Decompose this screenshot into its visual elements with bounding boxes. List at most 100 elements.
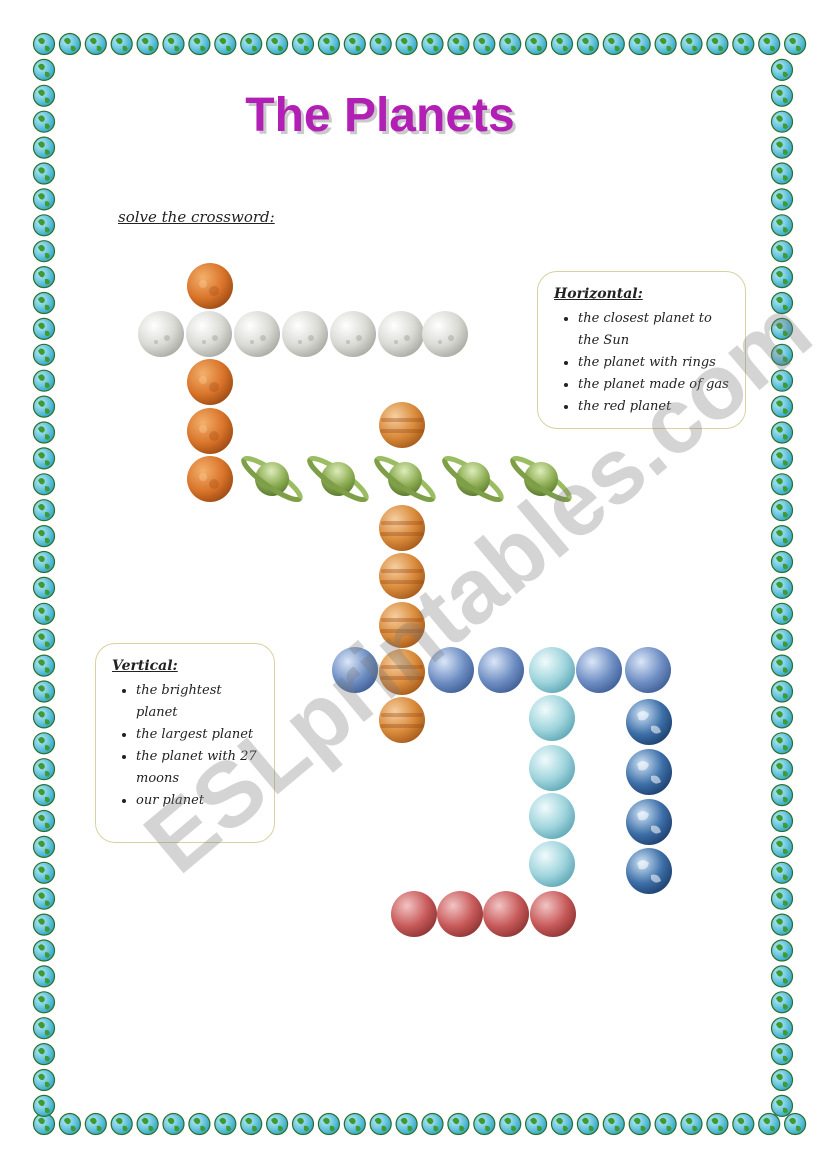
globe-icon (32, 395, 56, 418)
venus-planet (187, 456, 233, 502)
globe-icon (770, 550, 794, 574)
globe-icon (110, 1112, 133, 1136)
saturn-planet (510, 455, 572, 503)
venus-planet (187, 408, 233, 454)
globe-icon (162, 1112, 185, 1136)
globe-icon (343, 1112, 366, 1136)
vertical-clue-list: the brightest planet the largest planet … (112, 680, 262, 812)
globe-icon (770, 240, 794, 263)
globe-icon (136, 32, 159, 56)
mercury-planet (282, 311, 328, 357)
globe-icon (32, 576, 56, 600)
globe-icon (32, 991, 56, 1014)
earth-planet (626, 848, 672, 894)
globe-icon (770, 188, 794, 211)
globe-icon (32, 32, 56, 56)
globe-icon (32, 1094, 56, 1118)
globe-icon (32, 628, 56, 651)
neptune-planet (428, 647, 474, 693)
globe-icon (32, 654, 56, 677)
globe-icon (240, 1112, 263, 1136)
globe-icon (770, 887, 794, 910)
globe-icon (499, 1112, 522, 1136)
globe-icon (317, 1112, 340, 1136)
globe-icon (680, 32, 703, 56)
mars-planet (437, 891, 483, 937)
globe-icon (770, 809, 794, 833)
globe-icon (32, 421, 56, 444)
globe-icon (343, 32, 366, 56)
horizontal-clue: the planet with rings (578, 352, 733, 374)
globe-icon (32, 214, 56, 237)
globe-icon (770, 783, 794, 807)
globe-icon (770, 861, 794, 884)
globe-icon (783, 1112, 807, 1136)
jupiter-planet (379, 602, 425, 648)
uranus-planet (529, 841, 575, 887)
globe-icon (706, 32, 729, 56)
globe-icon (421, 1112, 444, 1136)
uranus-planet (529, 647, 575, 693)
globe-icon (369, 32, 392, 56)
globe-icon (84, 32, 107, 56)
globe-icon (188, 32, 211, 56)
globe-icon (783, 32, 807, 56)
globe-icon (32, 524, 56, 548)
globe-icon (32, 913, 56, 936)
globe-icon (770, 58, 794, 82)
venus-planet (187, 359, 233, 405)
saturn-planet (442, 455, 504, 503)
globe-icon (770, 524, 794, 548)
globe-icon (770, 343, 794, 366)
globe-icon (32, 887, 56, 910)
globe-icon (395, 32, 418, 56)
jupiter-planet (379, 505, 425, 551)
globe-icon (32, 291, 56, 315)
globe-icon (317, 32, 340, 56)
globe-icon (32, 84, 56, 107)
globe-icon (32, 758, 56, 781)
uranus-planet (529, 745, 575, 791)
globe-icon (162, 32, 185, 56)
globe-icon (706, 1112, 729, 1136)
globe-icon (291, 32, 315, 56)
neptune-planet (576, 647, 622, 693)
globe-icon (770, 654, 794, 677)
globe-icon (654, 1112, 677, 1136)
globe-icon (58, 32, 82, 56)
globe-icon (32, 58, 56, 82)
vertical-clue: the planet with 27 moons (136, 746, 262, 790)
vertical-clue: our planet (136, 790, 262, 812)
globe-icon (770, 835, 794, 859)
vertical-clue: the largest planet (136, 724, 262, 746)
earth-planet (626, 749, 672, 795)
venus-planet (187, 263, 233, 309)
globe-icon (32, 473, 56, 496)
globe-icon (84, 1112, 107, 1136)
uranus-planet (529, 695, 575, 741)
saturn-planet (307, 455, 369, 503)
globe-icon (447, 1112, 470, 1136)
globe-icon (214, 32, 237, 56)
mars-planet (483, 891, 529, 937)
globe-icon (421, 32, 444, 56)
horizontal-clues-box: Horizontal: the closest planet to the Su… (537, 271, 746, 429)
globe-icon (628, 32, 651, 56)
globe-icon (770, 939, 794, 962)
globe-icon (628, 1112, 651, 1136)
globe-icon (770, 473, 794, 496)
globe-icon (770, 266, 794, 289)
page-title: The Planets (245, 89, 515, 142)
mercury-planet (234, 311, 280, 357)
globe-icon (770, 576, 794, 600)
globe-icon (32, 1017, 56, 1040)
globe-icon (524, 32, 548, 56)
jupiter-planet (379, 402, 425, 448)
globe-icon (32, 602, 56, 625)
globe-icon (770, 369, 794, 392)
globe-icon (602, 1112, 625, 1136)
globe-icon (770, 291, 794, 315)
globe-icon (136, 1112, 159, 1136)
